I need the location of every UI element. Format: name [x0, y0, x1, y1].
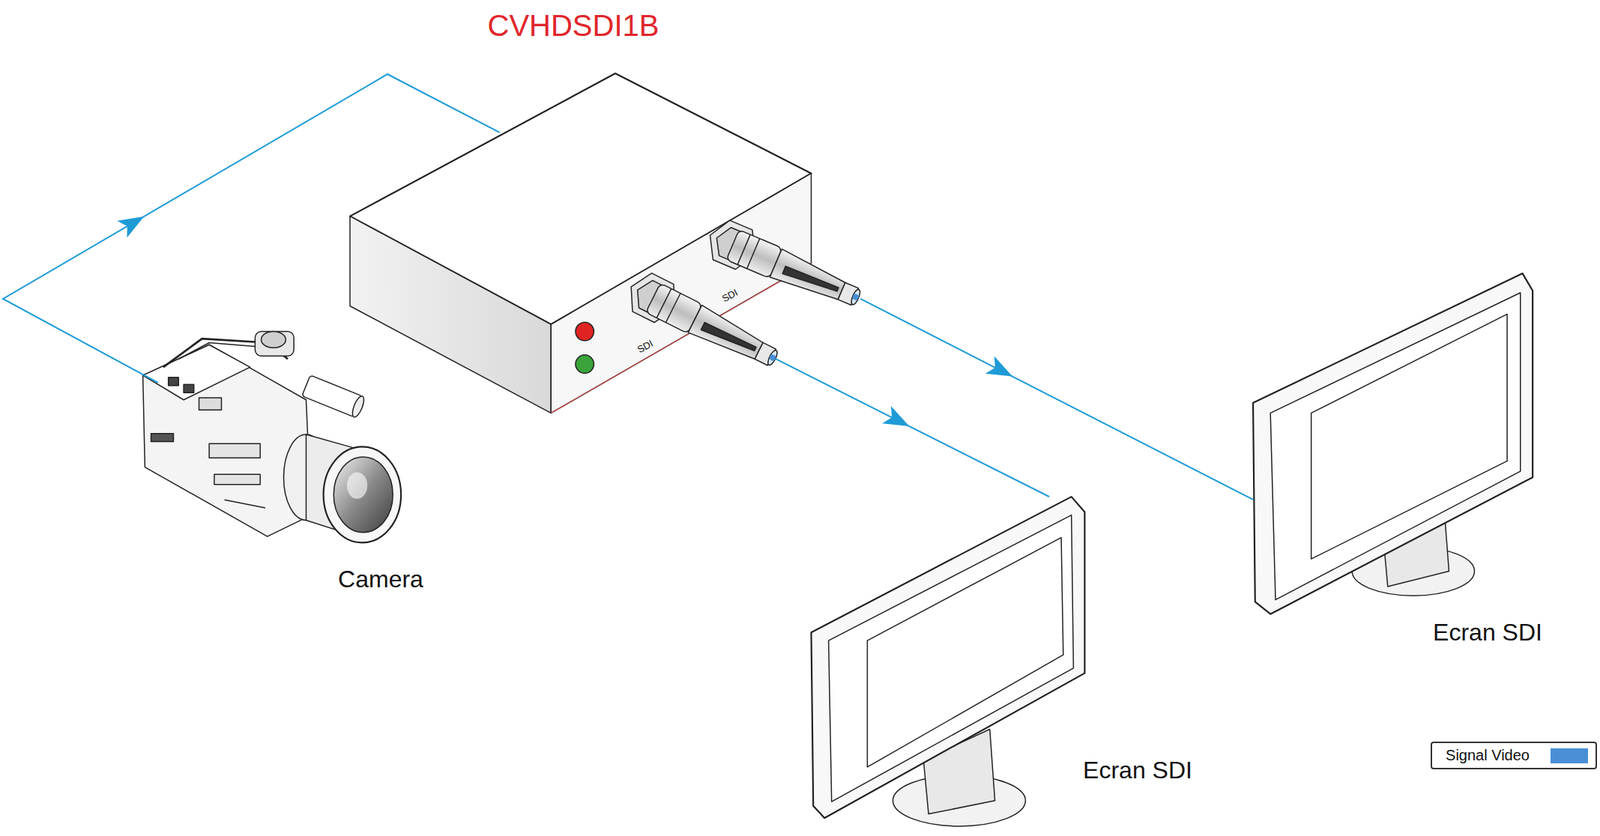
signal-wire	[860, 299, 1254, 500]
monitor-drawing	[1253, 273, 1533, 615]
text-holder: Ecran SDI	[1082, 756, 1193, 785]
port-label-text: SDI	[720, 287, 740, 305]
text-holder: CVHDSDI1B	[487, 8, 660, 43]
wire-line	[775, 358, 1050, 497]
arrowhead	[116, 208, 149, 239]
text-holder: Camera	[337, 565, 424, 594]
arrowhead	[985, 356, 1017, 386]
port-label: SDI	[635, 337, 655, 356]
wire-line	[860, 299, 1254, 500]
legend-row: Signal Video	[1445, 747, 1589, 765]
device-label: Ecran SDI	[1432, 619, 1543, 647]
converter-box: CVHDSDI1B	[349, 73, 863, 413]
bnc-connector	[701, 215, 867, 319]
signal-wire	[2, 74, 500, 383]
converter-box	[349, 73, 811, 413]
sdi-monitor: Ecran SDI	[810, 496, 1085, 822]
device-label: Ecran SDI	[1082, 756, 1193, 785]
legend-swatch	[1550, 748, 1589, 764]
bnc-connector	[621, 267, 785, 378]
legend-text: Signal Video	[1445, 747, 1530, 765]
camera: Camera	[140, 331, 401, 539]
monitor-drawing	[810, 496, 1085, 827]
legend: Signal Video	[1430, 741, 1598, 770]
arrowhead	[882, 406, 914, 436]
device-name: CVHDSDI1B	[487, 8, 660, 43]
text-holder: Ecran SDI	[1432, 619, 1543, 647]
wire-line	[2, 74, 500, 383]
signal-wire	[775, 358, 1050, 497]
port-label: SDI	[720, 287, 740, 305]
port-label-text: SDI	[635, 337, 655, 356]
camera-drawing	[143, 331, 401, 544]
sdi-monitor: Ecran SDI	[1253, 273, 1533, 613]
device-label: Camera	[337, 565, 424, 594]
